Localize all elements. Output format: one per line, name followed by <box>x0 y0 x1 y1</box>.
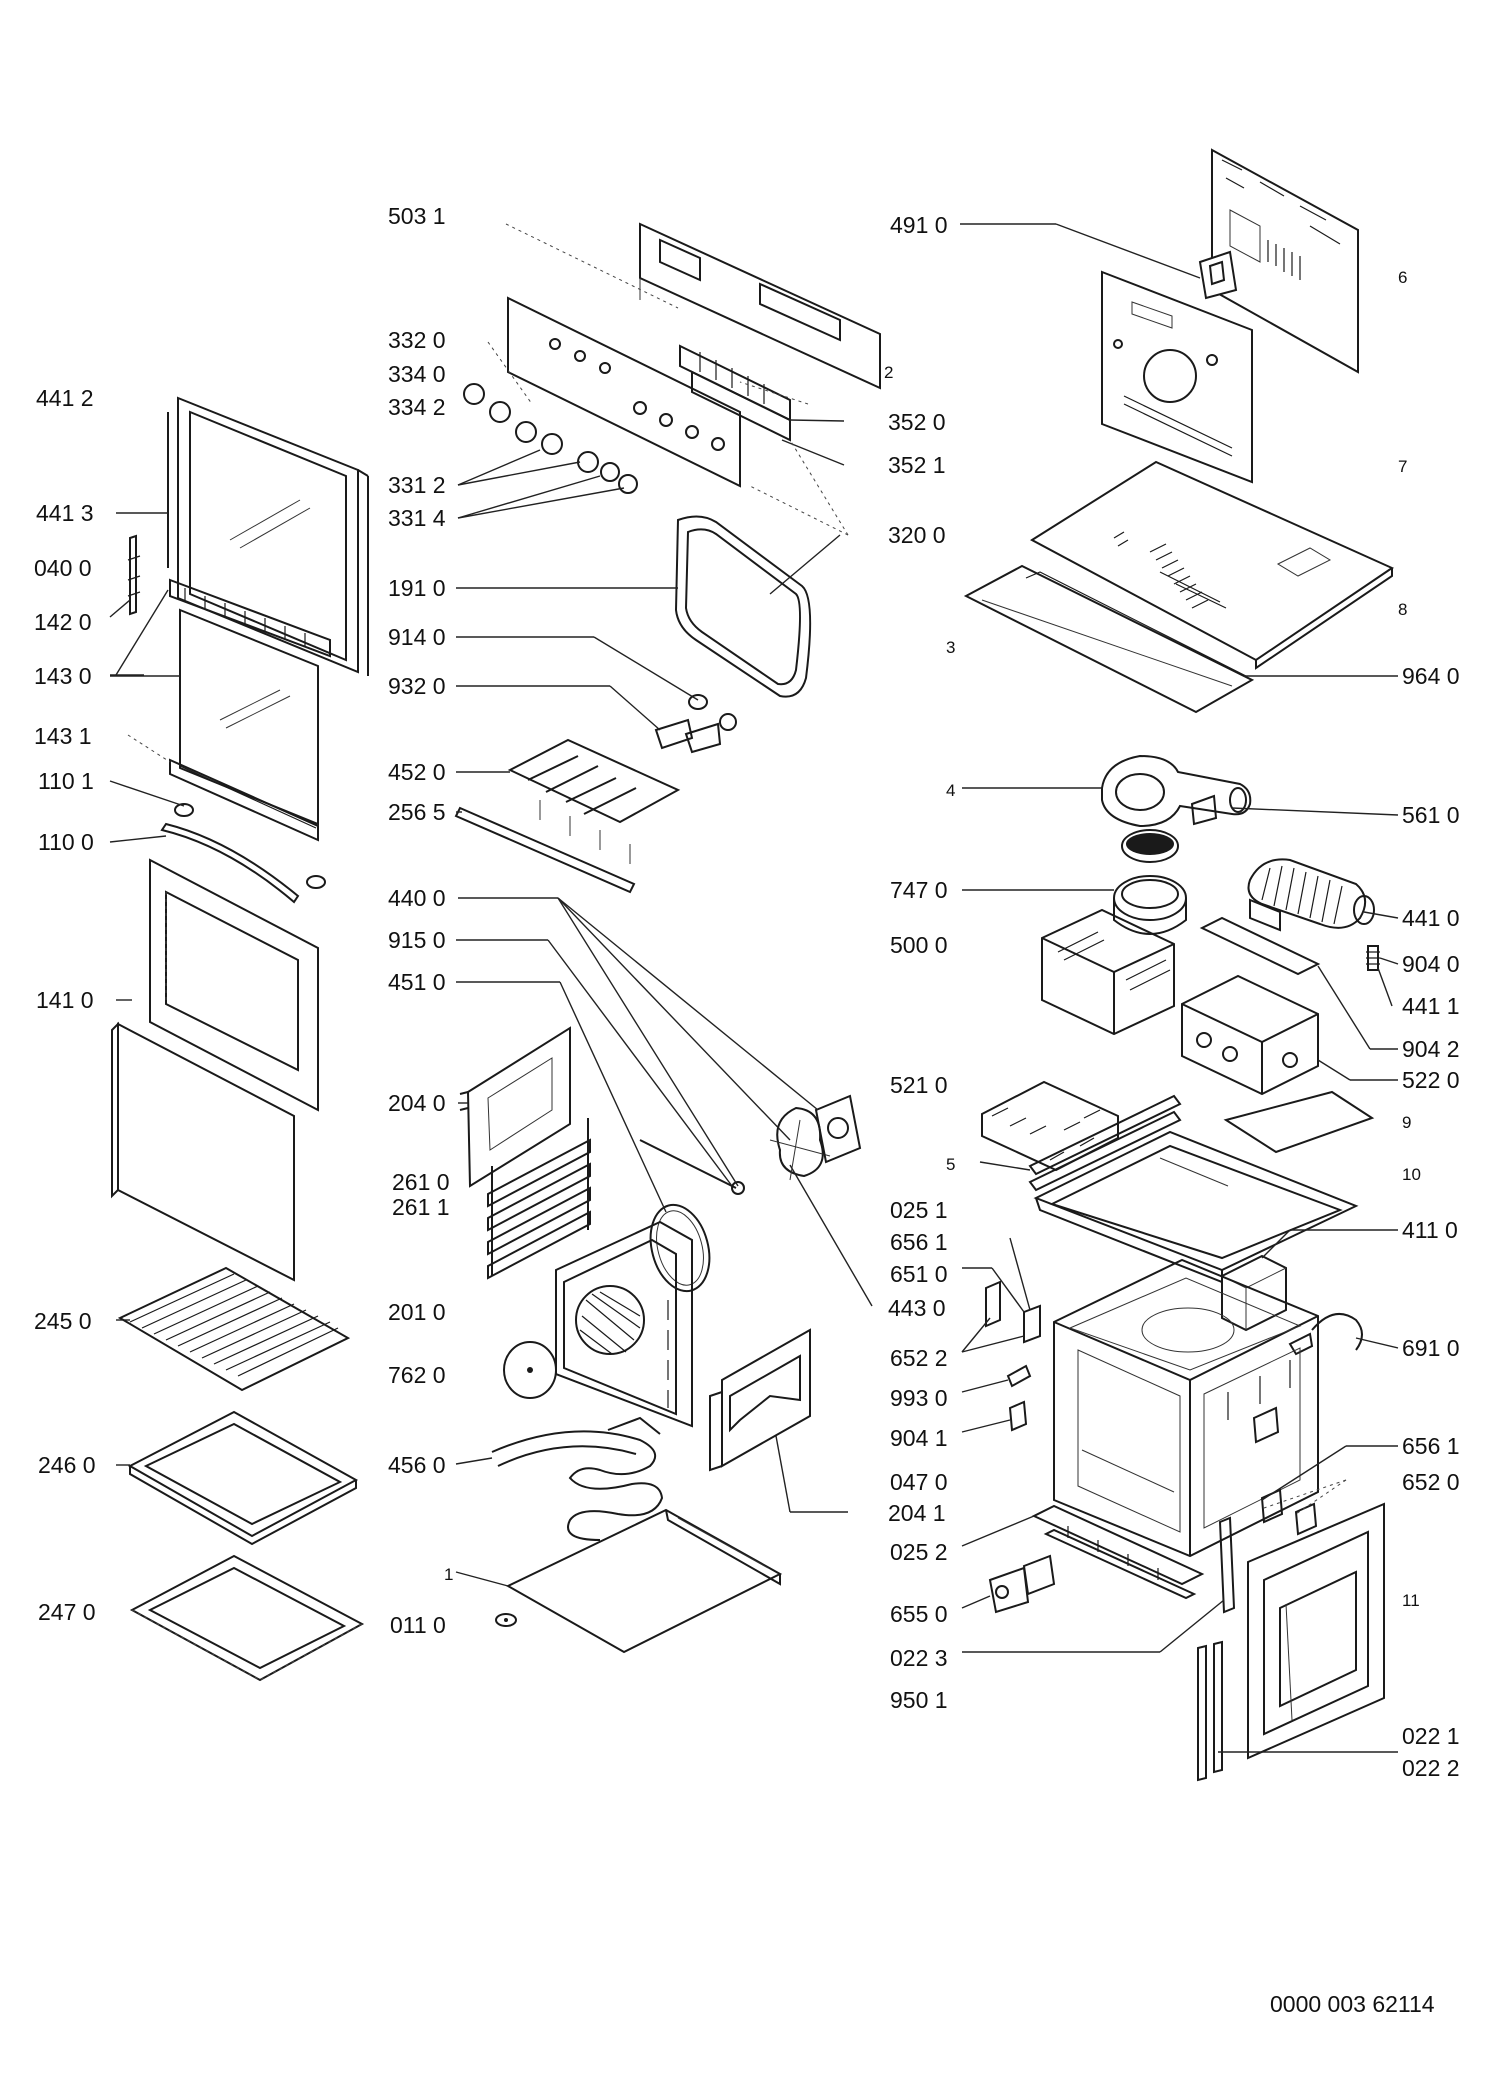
label-651-0: 651 0 <box>890 1261 948 1287</box>
label-915-0: 915 0 <box>388 927 446 953</box>
label-914-0: 914 0 <box>388 624 446 650</box>
label-964-0: 964 0 <box>1402 663 1460 689</box>
label-011-0: 011 0 <box>390 1612 446 1638</box>
label-245-0: 245 0 <box>34 1308 92 1334</box>
label-332-0: 332 0 <box>388 327 446 353</box>
label-691-0: 691 0 <box>1402 1335 1460 1361</box>
label-110-0: 110 0 <box>38 829 94 855</box>
center-oven-parts <box>454 515 862 1654</box>
label-1: 1 <box>444 1565 453 1584</box>
label-441-0: 441 0 <box>1402 905 1460 931</box>
left-door-assembly <box>111 396 369 1682</box>
label-256-5: 256 5 <box>388 799 446 825</box>
leader-lines <box>109 223 1399 1753</box>
label-993-0: 993 0 <box>890 1385 948 1411</box>
label-452-0: 452 0 <box>388 759 446 785</box>
label-950-1: 950 1 <box>890 1687 948 1713</box>
label-11: 11 <box>1402 1591 1420 1610</box>
label-2: 2 <box>884 363 893 382</box>
label-191-0: 191 0 <box>388 575 446 601</box>
right-cooling-fan <box>981 754 1380 1172</box>
label-656-1-upper: 656 1 <box>890 1229 948 1255</box>
label-904-2: 904 2 <box>1402 1036 1460 1062</box>
label-320-0: 320 0 <box>888 522 946 548</box>
label-143-0: 143 0 <box>34 663 92 689</box>
label-040-0: 040 0 <box>34 555 92 581</box>
label-904-1: 904 1 <box>890 1425 948 1451</box>
label-655-0: 655 0 <box>890 1601 948 1627</box>
label-025-1: 025 1 <box>890 1197 948 1223</box>
label-5: 5 <box>946 1155 955 1174</box>
label-204-1: 204 1 <box>888 1500 946 1526</box>
label-143-1: 143 1 <box>34 723 92 749</box>
part-number-labels: 503 1 332 0 334 0 334 2 331 2 331 4 191 … <box>34 203 1460 2017</box>
drawing-number: 0000 003 62114 <box>1270 1991 1435 2017</box>
label-932-0: 932 0 <box>388 673 446 699</box>
right-back-panel <box>963 148 1395 714</box>
label-443-0: 443 0 <box>888 1295 946 1321</box>
label-491-0: 491 0 <box>890 212 948 238</box>
label-261-0: 261 0 <box>392 1169 450 1195</box>
label-656-1-lower: 656 1 <box>1402 1433 1460 1459</box>
label-522-0: 522 0 <box>1402 1067 1460 1093</box>
label-334-2: 334 2 <box>388 394 446 420</box>
right-oven-cavity <box>985 1094 1385 1782</box>
label-022-1: 022 1 <box>1402 1723 1460 1749</box>
label-500-0: 500 0 <box>890 932 948 958</box>
label-441-3: 441 3 <box>36 500 94 526</box>
label-10: 10 <box>1402 1165 1421 1184</box>
label-503-1: 503 1 <box>388 203 446 229</box>
label-8: 8 <box>1398 600 1407 619</box>
label-201-0: 201 0 <box>388 1299 446 1325</box>
label-561-0: 561 0 <box>1402 802 1460 828</box>
label-047-0: 047 0 <box>890 1469 948 1495</box>
label-747-0: 747 0 <box>890 877 948 903</box>
label-022-3: 022 3 <box>890 1645 948 1671</box>
label-110-1: 110 1 <box>38 768 94 794</box>
label-521-0: 521 0 <box>890 1072 948 1098</box>
label-352-1: 352 1 <box>888 452 946 478</box>
label-261-1: 261 1 <box>392 1194 450 1220</box>
label-4: 4 <box>946 781 955 800</box>
label-334-0: 334 0 <box>388 361 446 387</box>
label-441-1: 441 1 <box>1402 993 1460 1019</box>
label-904-0: 904 0 <box>1402 951 1460 977</box>
label-762-0: 762 0 <box>388 1362 446 1388</box>
label-246-0: 246 0 <box>38 1452 96 1478</box>
label-440-0: 440 0 <box>388 885 446 911</box>
label-352-0: 352 0 <box>888 409 946 435</box>
label-441-2: 441 2 <box>36 385 94 411</box>
label-141-0: 141 0 <box>36 987 94 1013</box>
label-456-0: 456 0 <box>388 1452 446 1478</box>
label-3: 3 <box>946 638 955 657</box>
label-142-0: 142 0 <box>34 609 92 635</box>
label-331-4: 331 4 <box>388 505 446 531</box>
label-9: 9 <box>1402 1113 1411 1132</box>
label-204-0: 204 0 <box>388 1090 446 1116</box>
label-7: 7 <box>1398 457 1407 476</box>
label-411-0: 411 0 <box>1402 1217 1458 1243</box>
label-451-0: 451 0 <box>388 969 446 995</box>
label-025-2: 025 2 <box>890 1539 948 1565</box>
label-652-2: 652 2 <box>890 1345 948 1371</box>
label-6: 6 <box>1398 268 1407 287</box>
label-331-2: 331 2 <box>388 472 446 498</box>
center-control-panel <box>463 222 881 494</box>
label-247-0: 247 0 <box>38 1599 96 1625</box>
label-022-2: 022 2 <box>1402 1755 1460 1781</box>
label-652-0: 652 0 <box>1402 1469 1460 1495</box>
